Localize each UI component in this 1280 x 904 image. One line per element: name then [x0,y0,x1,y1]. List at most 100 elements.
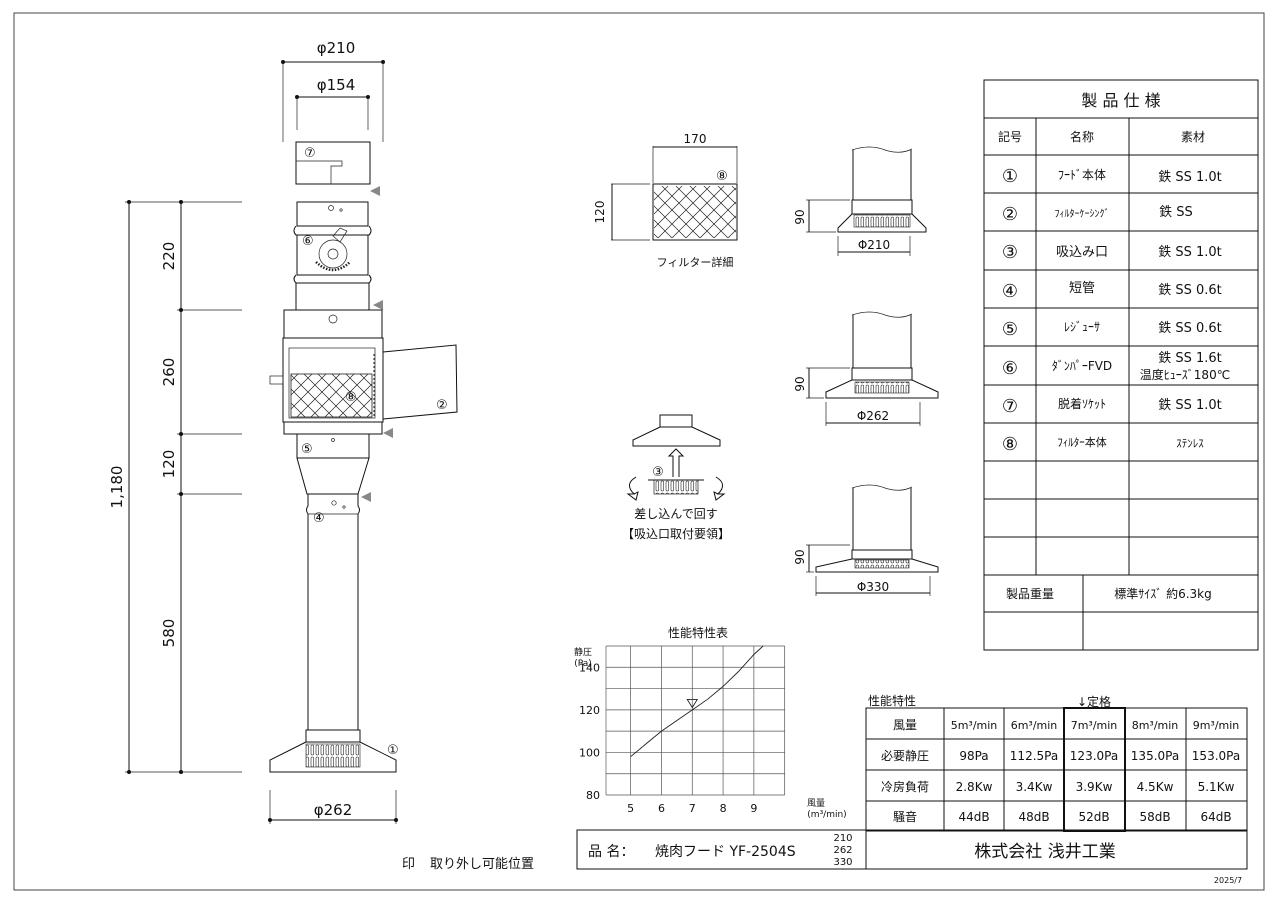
legend-text: 取り外し可能位置 [430,857,534,872]
callout-7: ⑦ [304,146,316,161]
dim-bottom: φ262 [314,801,353,819]
callout-6: ⑥ [302,234,314,249]
perf-row-label: 騒音 [893,809,917,824]
perf-cell: 3.4Kw [1016,780,1053,794]
intake-caption-1: 差し込んで回す [634,507,717,521]
hood-210-diameter: Φ210 [858,238,890,252]
rotate-right-icon [713,476,726,501]
chart-title: 性能特性表 [668,625,728,640]
filter-callout-8: ⑧ [716,169,728,184]
side-view: φ210 φ154 ⑦ ⑥ ⑧ ② [108,39,534,872]
chart-xtick-label: 6 [658,802,665,815]
spec-row: ⑤ ﾚｼﾞｭｰｻ 鉄 SS 0.6t [1002,319,1222,340]
chart-xlabel-line2: (m³/min) [807,810,846,820]
hood-210-height: 90 [793,209,807,224]
product-name: 焼肉フード YF-2504S [655,844,796,860]
dim-inner-top: φ154 [317,76,356,94]
chart-ylabel-line2: (Pa) [574,659,592,669]
hood-variant-262: 90 Φ262 [793,311,939,426]
perf-cell: 58dB [1139,810,1170,824]
perf-cell: 5m³/min [951,719,998,732]
spec-name: ﾌｰﾄﾞ本体 [1058,168,1106,182]
spec-material-note: 温度ﾋｭｰｽﾞ180℃ [1140,367,1230,382]
chart-ylabel-line1: 静圧 [574,646,592,658]
spec-row: ④ 短管 鉄 SS 0.6t [1002,281,1222,302]
spec-no: ⑦ [1002,396,1018,417]
dim-260: 260 [160,358,178,387]
spec-row: ⑦ 脱着ｿｹｯﾄ 鉄 SS 1.0t [1002,396,1222,417]
perf-row-label: 必要静圧 [881,749,929,763]
intake-mounting: ③ 差し込んで回す 【吸込口取付要領】 [622,414,730,541]
hood-262-diameter: Φ262 [857,409,889,423]
rated-column-highlight [1063,707,1126,832]
spec-name: ﾚｼﾞｭｰｻ [1064,320,1100,334]
hood-262-height: 90 [793,376,807,391]
chart-xtick-label: 5 [627,802,634,815]
rotate-left-icon [626,476,639,501]
sheet-border [13,12,1265,891]
spec-row: ② ﾌｨﾙﾀｰｹｰｼﾝｸﾞ 鉄 SS [1002,204,1193,225]
product-label: 品 名： [588,844,634,860]
perf-cell: 52dB [1078,810,1109,824]
filter-width: 170 [684,132,707,146]
callout-1: ① [387,743,399,758]
filter-caption: フィルター詳細 [657,255,734,269]
spec-header-material: 素材 [1181,130,1205,144]
hood-330-height: 90 [793,549,807,564]
chart-xtick-label: 8 [720,802,727,815]
chart-ytick-label: 120 [579,704,600,717]
dim-220: 220 [160,242,178,271]
insert-arrow [667,448,685,477]
perf-cell: 112.5Pa [1010,749,1058,763]
spec-row: ③ 吸込み口 鉄 SS 1.0t [1002,242,1222,263]
dim-total: 1,180 [108,466,126,509]
chart-xlabel-line1: 風量 [807,798,825,809]
callout-2: ② [436,398,448,413]
perf-cell: 44dB [958,810,989,824]
filter-door [382,344,458,420]
spec-material: 鉄 SS 1.0t [1158,245,1222,260]
spec-material: 鉄 SS [1159,205,1193,220]
spec-material: 鉄 SS 1.6t [1158,351,1222,366]
dim-outer-top: φ210 [317,39,356,57]
dim-120: 120 [160,450,178,479]
rated-point-marker [686,699,699,709]
removable-mark [370,186,380,196]
dim-580: 580 [160,619,178,648]
hood-variant-330: 90 Φ330 [793,484,939,596]
perf-row-label: 風量 [893,718,917,732]
spec-material: 鉄 SS 1.0t [1158,170,1222,185]
spec-no: ① [1002,166,1018,187]
perf-cell: 3.9Kw [1076,780,1113,794]
spec-row: ⑥ ﾀﾞﾝﾊﾟｰFVD 鉄 SS 1.6t 温度ﾋｭｰｽﾞ180℃ [1002,351,1230,382]
callout-4: ④ [313,511,325,526]
spec-title: 製 品 仕 様 [1081,91,1160,110]
size-330: 330 [833,857,852,868]
spec-no: ⑤ [1002,319,1018,340]
perf-cell: 8m³/min [1132,719,1179,732]
perf-cell: 153.0Pa [1192,749,1240,763]
weight-value: 標準ｻｲｽﾞ 約6.3kg [1114,586,1211,601]
perf-cell: 4.5Kw [1137,780,1174,794]
chart-ytick-label: 80 [586,789,600,802]
spec-no: ② [1002,204,1018,225]
legend-mark: 印 [402,857,415,872]
spec-row: ① ﾌｰﾄﾞ本体 鉄 SS 1.0t [1002,166,1222,187]
perf-cell: 9m³/min [1193,719,1240,732]
weight-label: 製品重量 [1006,587,1054,601]
spec-material: ｽﾃﾝﾚｽ [1176,437,1204,450]
spec-material: 鉄 SS 0.6t [1158,283,1222,298]
size-262: 262 [833,845,852,856]
spec-name: 脱着ｿｹｯﾄ [1058,396,1106,411]
spec-name: 短管 [1069,281,1095,296]
title-block: 品 名： 焼肉フード YF-2504S 210 262 330 株式会社 浅井工… [576,829,1248,885]
perf-cell: 6m³/min [1011,719,1058,732]
hood-330-diameter: Φ330 [857,580,889,594]
drawing-date: 2025/7 [1214,876,1242,885]
callout-8: ⑧ [345,390,357,405]
spec-no: ⑧ [1002,434,1018,455]
damper-gear [318,239,348,269]
company-name: 株式会社 浅井工業 [974,842,1115,862]
